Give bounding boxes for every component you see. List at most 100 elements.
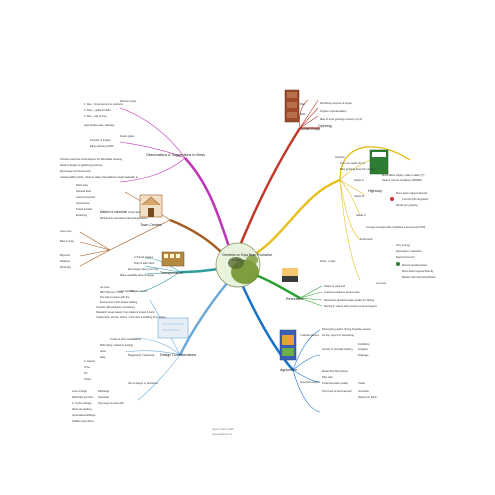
center-node[interactable]: Overview on Soya Bean Production in Mala… — [215, 242, 273, 288]
design-title: Design Considerations — [160, 353, 196, 357]
branch-design[interactable]: Design Considerations Climate control As… — [72, 285, 196, 423]
branch-line-observations — [184, 157, 232, 251]
highway-note-3: More action agreed fluently — [396, 191, 428, 195]
branch-line-agriculture — [238, 279, 294, 371]
highway-note-5: Works per growing — [396, 203, 418, 207]
highway-item-7: Work - a plan — [320, 259, 336, 263]
design-item-20: Seasonal — [98, 395, 109, 399]
highway-item-6: Seeds C — [356, 213, 366, 217]
agriculture-item-5: Gender & principle leading — [322, 347, 353, 351]
footer-line-1: Soya 2 / farms 1995 — [212, 428, 234, 431]
highway-note-11: More action agreed fluently — [402, 269, 434, 273]
highway-check-icon — [396, 262, 400, 266]
highway-note-8: Discussion / total lines — [396, 249, 422, 253]
branch-agriculture[interactable]: Agriculture Cultural features Discoverin… — [279, 327, 377, 399]
branch-transport[interactable]: Transportation A Transit options Drop & … — [118, 251, 185, 293]
town-item-1: Plant area — [76, 183, 88, 187]
agriculture-item-9: Grounds location — [300, 380, 320, 384]
observations-item-10: Restore design of gardening process — [60, 163, 103, 167]
town-item-9: Big-level — [60, 253, 70, 257]
recreation-item-4: Fishing in nature with concern to local … — [324, 304, 377, 308]
agriculture-item-1: Cultural features — [300, 333, 320, 337]
highway-note-6: A Large example with conditions meet (ar… — [366, 225, 425, 229]
transport-item-2: Drop & start short — [134, 261, 155, 265]
opening-item-3: Map of soya growing process (1,2,3) — [320, 117, 362, 121]
center-title: Overview on Soya Bean Production — [222, 253, 273, 257]
design-item-26: Automated buildings — [72, 413, 96, 417]
highway-note-4: Lots lite (NO anyplace) — [402, 197, 429, 201]
branch-line-design — [178, 281, 229, 356]
subline-recreation — [299, 285, 323, 307]
design-item-15: Time — [84, 365, 90, 369]
subline-opening-items — [299, 99, 319, 129]
highway-item-1: Growing — [335, 155, 345, 159]
town-item-6: Exploring — [76, 213, 87, 217]
branch-line-opening — [233, 127, 302, 259]
agriculture-item-14: Review (in field) — [358, 395, 377, 399]
branch-recreation[interactable]: Recreation Peace at park end Lessons rel… — [282, 268, 377, 308]
subline-observations — [119, 107, 186, 183]
opening-title: Opening — [318, 124, 332, 128]
observations-item-11: Encourage horizontal units — [60, 169, 91, 173]
recreation-title: Recreation — [286, 297, 303, 301]
town-item-4: Self-service — [76, 201, 90, 205]
design-item-19: Recharge — [98, 389, 110, 393]
highway-item-8: Final touch — [360, 237, 373, 241]
agriculture-item-15: Tips (how to best harvest) — [322, 389, 352, 393]
highway-note-7: Very energy — [396, 243, 411, 247]
branch-line-town — [169, 218, 226, 257]
town-item-5: Travel contact — [76, 207, 92, 211]
transport-item-5: Local Highway — [118, 289, 136, 293]
town-item-8: Best in town — [60, 239, 75, 243]
design-sketch-icon — [157, 317, 189, 339]
highway-item-5: Seeds B — [354, 194, 364, 198]
design-item-25: Ideal use leading — [72, 407, 92, 411]
agriculture-item-10: Plan well — [322, 375, 333, 379]
design-item-2: As more — [100, 285, 110, 289]
design-item-14: A. Aspect — [84, 359, 95, 363]
observations-item-8: Early planning NOW — [90, 144, 114, 148]
design-item-24: Tips ways to work with — [98, 401, 124, 405]
highway-note-9: Report final end — [396, 255, 415, 259]
recreation-item-3: Resources divided crease quality for fis… — [324, 298, 375, 302]
town-item-7: Lots more — [60, 229, 72, 233]
design-item-18: Set of design or decisions — [128, 381, 158, 385]
transport-item-3: Encourage rides (non-trip) — [128, 267, 158, 271]
highway-note-12: Beaten with chemistry/Plastic — [402, 275, 436, 279]
agriculture-title: Agriculture — [280, 368, 297, 372]
observations-item-3: 2. Duty - yields & holds — [84, 108, 111, 112]
transport-item-1: A Transit options — [134, 255, 154, 259]
subline-opening-plan — [299, 99, 309, 129]
agriculture-item-8: Meals flow flow (flood) — [322, 369, 348, 373]
branch-opening[interactable]: Opening Plan 2011 Guided Essay Workshop … — [284, 89, 362, 131]
opening-sub-2: 2011 — [300, 112, 306, 116]
subline-agriculture — [292, 329, 321, 413]
town-title: Town Centres — [140, 223, 162, 227]
highway-note-1: Must follow nightly, make it safety (?) — [382, 173, 424, 177]
observations-item-5: Appropriate uses, damage — [84, 123, 115, 127]
transport-title: Transportation — [160, 271, 183, 275]
design-item-1: Climate control — [130, 289, 148, 293]
observations-item-9: Provide maximize & developers for afford… — [60, 157, 123, 161]
town-item-11: Work day — [60, 265, 72, 269]
observations-item-6: Future plans — [120, 134, 135, 138]
subline-transport — [139, 257, 181, 293]
branch-town[interactable]: Town Centres Market or schedule Lively s… — [60, 183, 163, 269]
highway-item-3: Plan growing base 15 minutes — [340, 167, 375, 171]
design-item-5: Environment with simple leading — [100, 300, 138, 304]
observations-item-1: Review scope — [120, 99, 137, 103]
design-item-11: Playground / Seasonal — [128, 353, 155, 357]
subline-design — [124, 299, 181, 401]
highway-warning-icon — [390, 197, 394, 201]
opening-item-1: Workshop purpose & scope — [320, 101, 352, 105]
design-item-12: Stem — [100, 349, 106, 353]
branch-highway[interactable]: Highway Growing Let's run seeds 20 cm Pl… — [320, 149, 436, 285]
branch-observations[interactable]: Observations & Suggestions to Mess Revie… — [60, 99, 205, 179]
recreation-item-2: Lessons related to leisure sites — [324, 290, 360, 294]
design-item-3: RE (TR)-tool, to use — [100, 290, 124, 294]
design-item-23: A. Cyclic storage — [72, 401, 92, 405]
design-item-13: Rate — [100, 355, 106, 359]
center-subtitle: in Malaysia — [232, 258, 246, 262]
footer-line-2: www.soyabean.my — [212, 433, 233, 436]
